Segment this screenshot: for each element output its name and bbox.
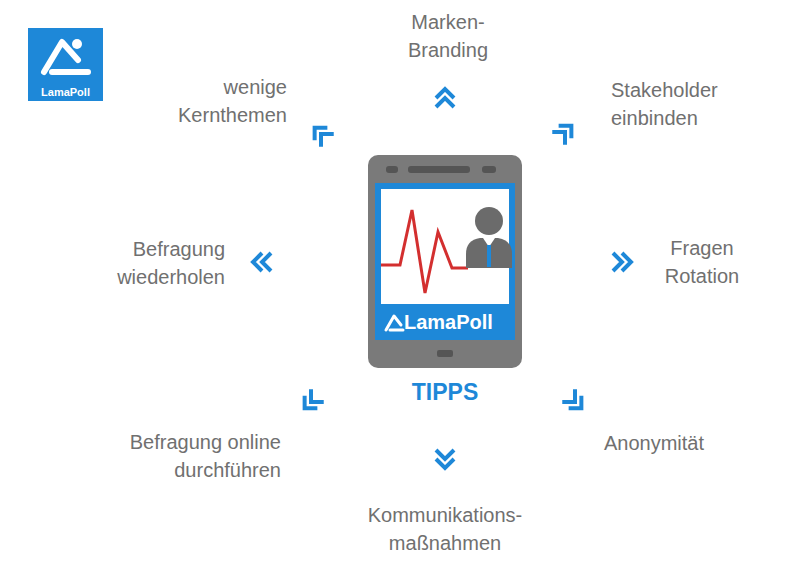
phone-body [368, 155, 522, 368]
logo-glyph [44, 39, 88, 72]
phone-camera [482, 166, 496, 173]
chevron-arrow [552, 119, 577, 144]
phone-sensor [386, 166, 398, 173]
heartbeat-line [381, 210, 468, 293]
logo-dot [72, 39, 82, 49]
logo-square [28, 28, 103, 101]
phone-screen [375, 183, 515, 340]
chevron-arrow [436, 89, 454, 107]
phone-illustration: LamaPollTIPPS [368, 155, 522, 368]
tip-label: Befragung wiederholen [85, 235, 225, 291]
chevron-arrow [253, 253, 271, 271]
home-button [437, 350, 453, 357]
phone-speaker [408, 166, 470, 173]
screen-wordmark: LamaPoll [404, 306, 516, 338]
logo-base [52, 69, 88, 75]
screen-logo-roof [386, 316, 401, 330]
tip-label: Stakeholder einbinden [611, 76, 741, 132]
tip-label: Fragen Rotation [652, 234, 752, 290]
person-tie [487, 245, 491, 267]
screen-panel [381, 189, 509, 304]
screen-logo-glyph [386, 316, 403, 330]
person-head [475, 207, 503, 235]
chevron-arrow [562, 389, 587, 414]
tip-label: Anonymität [604, 429, 754, 457]
logo-wordmark: LamaPoll [28, 85, 103, 99]
tip-label: wenige Kernthemen [157, 73, 287, 129]
screen-logo-base [390, 329, 403, 332]
logo-badge: LamaPoll [28, 28, 103, 101]
tip-label: Marken- Branding [393, 8, 503, 64]
chevron-arrow [308, 121, 333, 146]
tip-label: Befragung online durchführen [91, 428, 281, 484]
chevron-arrow [298, 389, 323, 414]
person-body [466, 238, 512, 268]
chevron-arrow [436, 450, 454, 468]
chevron-arrow [613, 253, 631, 271]
tip-label: Kommunikations- maßnahmen [350, 501, 540, 557]
tips-heading: TIPPS [368, 377, 522, 407]
